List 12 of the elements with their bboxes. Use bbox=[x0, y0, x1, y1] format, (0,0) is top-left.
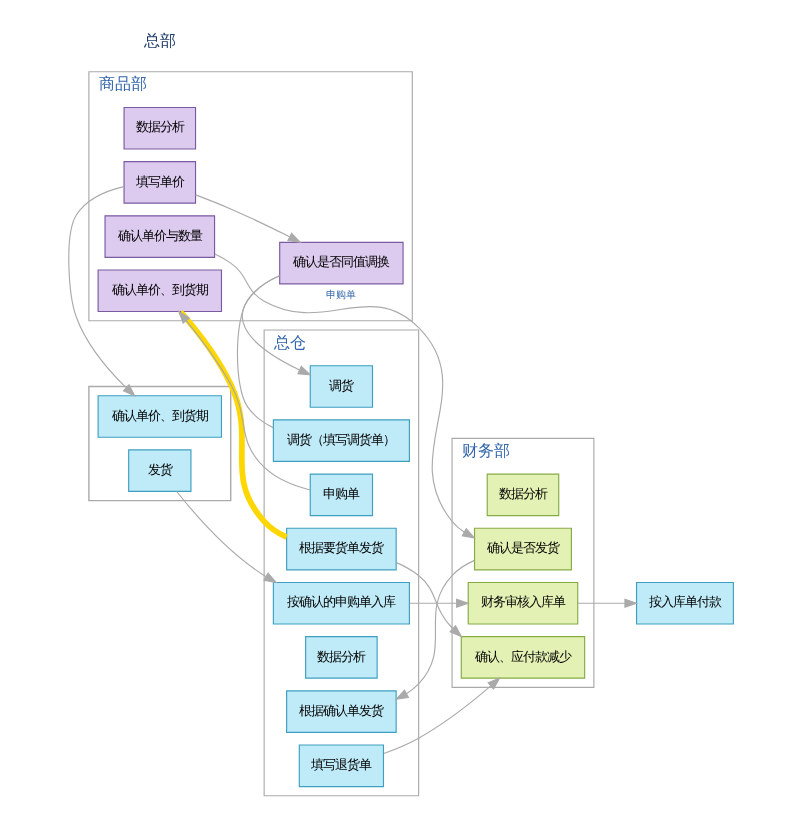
arrow bbox=[576, 598, 638, 609]
connector bbox=[235, 275, 279, 429]
arrow bbox=[213, 253, 475, 539]
arrow bbox=[382, 677, 500, 754]
arrow bbox=[175, 490, 277, 584]
arrow bbox=[394, 562, 462, 638]
arrow bbox=[393, 559, 474, 701]
arrow bbox=[67, 186, 135, 397]
arrow bbox=[194, 194, 301, 243]
arrow bbox=[176, 310, 310, 491]
connector bbox=[177, 309, 287, 540]
arrow bbox=[408, 598, 469, 609]
